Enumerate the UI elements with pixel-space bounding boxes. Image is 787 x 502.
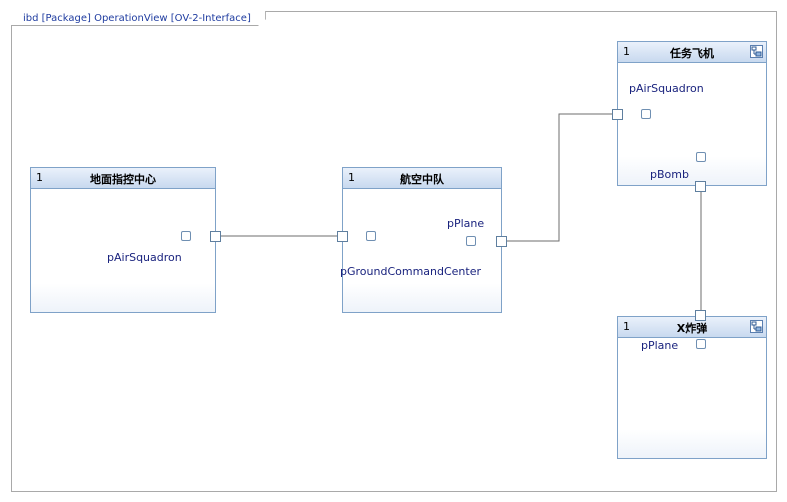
- port-ground-pairsquadron[interactable]: [210, 231, 221, 242]
- port-inner-mission-squadron[interactable]: [641, 109, 651, 119]
- port-inner-mission-bomb[interactable]: [696, 152, 706, 162]
- port-label-pplane-bomb: pPlane: [641, 339, 679, 352]
- port-label-pgroundcommandcenter: pGroundCommandCenter: [340, 265, 482, 278]
- part-title: 地面指控中心: [90, 173, 156, 186]
- port-label-pplane: pPlane: [447, 217, 485, 230]
- port-squadron-pgroundcommandcenter[interactable]: [337, 231, 348, 242]
- part-header: 1 X炸弹: [618, 317, 766, 338]
- port-mission-pairsquadron[interactable]: [612, 109, 623, 120]
- part-title: 任务飞机: [670, 47, 714, 60]
- port-inner-squadron-ground[interactable]: [366, 231, 376, 241]
- port-label-pairsquadron: pAirSquadron: [107, 251, 182, 264]
- port-inner-ground[interactable]: [181, 231, 191, 241]
- port-inner-bomb-plane[interactable]: [696, 339, 706, 349]
- part-mission-plane[interactable]: 1 任务飞机: [617, 41, 767, 186]
- part-x-bomb[interactable]: 1 X炸弹: [617, 316, 767, 459]
- structure-icon: [750, 320, 763, 333]
- port-squadron-pplane[interactable]: [496, 236, 507, 247]
- part-multiplicity: 1: [36, 171, 43, 184]
- port-label-pbomb: pBomb: [650, 168, 689, 181]
- part-header: 1 航空中队: [343, 168, 501, 189]
- part-multiplicity: 1: [623, 320, 630, 333]
- part-title: 航空中队: [400, 173, 444, 186]
- part-multiplicity: 1: [623, 45, 630, 58]
- part-header: 1 任务飞机: [618, 42, 766, 63]
- diagram-frame-title[interactable]: ibd [Package] OperationView [OV-2-Interf…: [11, 11, 266, 26]
- part-multiplicity: 1: [348, 171, 355, 184]
- structure-icon: [750, 45, 763, 58]
- part-header: 1 地面指控中心: [31, 168, 215, 189]
- port-bomb-pplane[interactable]: [695, 310, 706, 321]
- port-mission-pbomb[interactable]: [695, 181, 706, 192]
- port-inner-squadron-plane[interactable]: [466, 236, 476, 246]
- port-label-pairsquadron-mission: pAirSquadron: [629, 82, 704, 95]
- part-title: X炸弹: [676, 322, 708, 335]
